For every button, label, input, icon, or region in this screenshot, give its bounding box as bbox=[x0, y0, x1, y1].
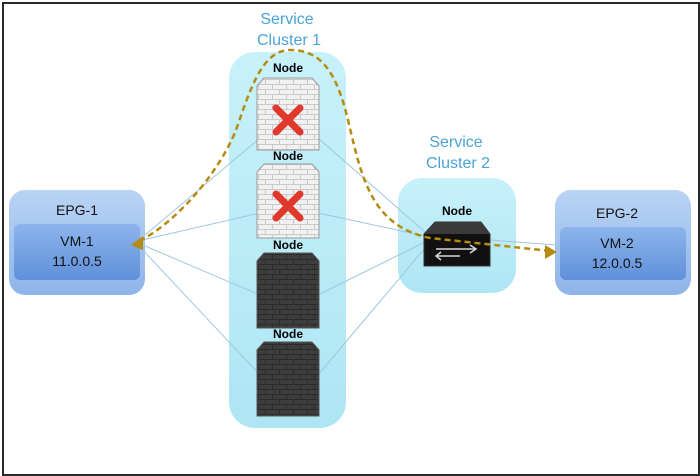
firewall-icon bbox=[256, 252, 320, 329]
service-cluster-1-title-line1: Service bbox=[260, 11, 313, 28]
node-3-label: Node bbox=[273, 238, 303, 252]
node-2-label: Node bbox=[273, 149, 303, 163]
node-3[interactable]: Node bbox=[256, 238, 320, 329]
failed-x-icon bbox=[272, 190, 304, 222]
node-5[interactable]: Node bbox=[423, 204, 491, 267]
epg-2-title: EPG-2 bbox=[596, 205, 638, 221]
path-arrow-left bbox=[131, 236, 143, 250]
vm-1-ip: 11.0.0.5 bbox=[52, 253, 102, 269]
service-cluster-1-title-line2: Cluster 1 bbox=[257, 32, 321, 49]
traffic-path bbox=[137, 48, 551, 253]
firewall-icon bbox=[256, 77, 320, 151]
node-2[interactable]: Node bbox=[256, 149, 320, 239]
connection-lines bbox=[137, 137, 557, 376]
vm-2-ip: 12.0.0.5 bbox=[592, 255, 643, 271]
node-5-label: Node bbox=[442, 204, 472, 218]
vm-2-box[interactable] bbox=[560, 227, 686, 280]
firewall-icon bbox=[256, 163, 320, 239]
service-cluster-2-title-line2: Cluster 2 bbox=[426, 155, 490, 172]
node-4[interactable]: Node bbox=[256, 327, 320, 417]
failed-x-icon bbox=[272, 104, 304, 136]
node-1[interactable]: Node bbox=[256, 61, 320, 151]
service-cluster-2-title-line1: Service bbox=[429, 134, 482, 151]
node-1-label: Node bbox=[273, 61, 303, 75]
vm-1-box[interactable] bbox=[14, 224, 140, 280]
firewall-icon bbox=[256, 341, 320, 417]
epg-1-title: EPG-1 bbox=[56, 202, 98, 218]
node-4-label: Node bbox=[273, 327, 303, 341]
path-arrow-right bbox=[545, 245, 557, 259]
vm-2-name: VM-2 bbox=[600, 235, 634, 251]
vm-1-name: VM-1 bbox=[60, 233, 94, 249]
